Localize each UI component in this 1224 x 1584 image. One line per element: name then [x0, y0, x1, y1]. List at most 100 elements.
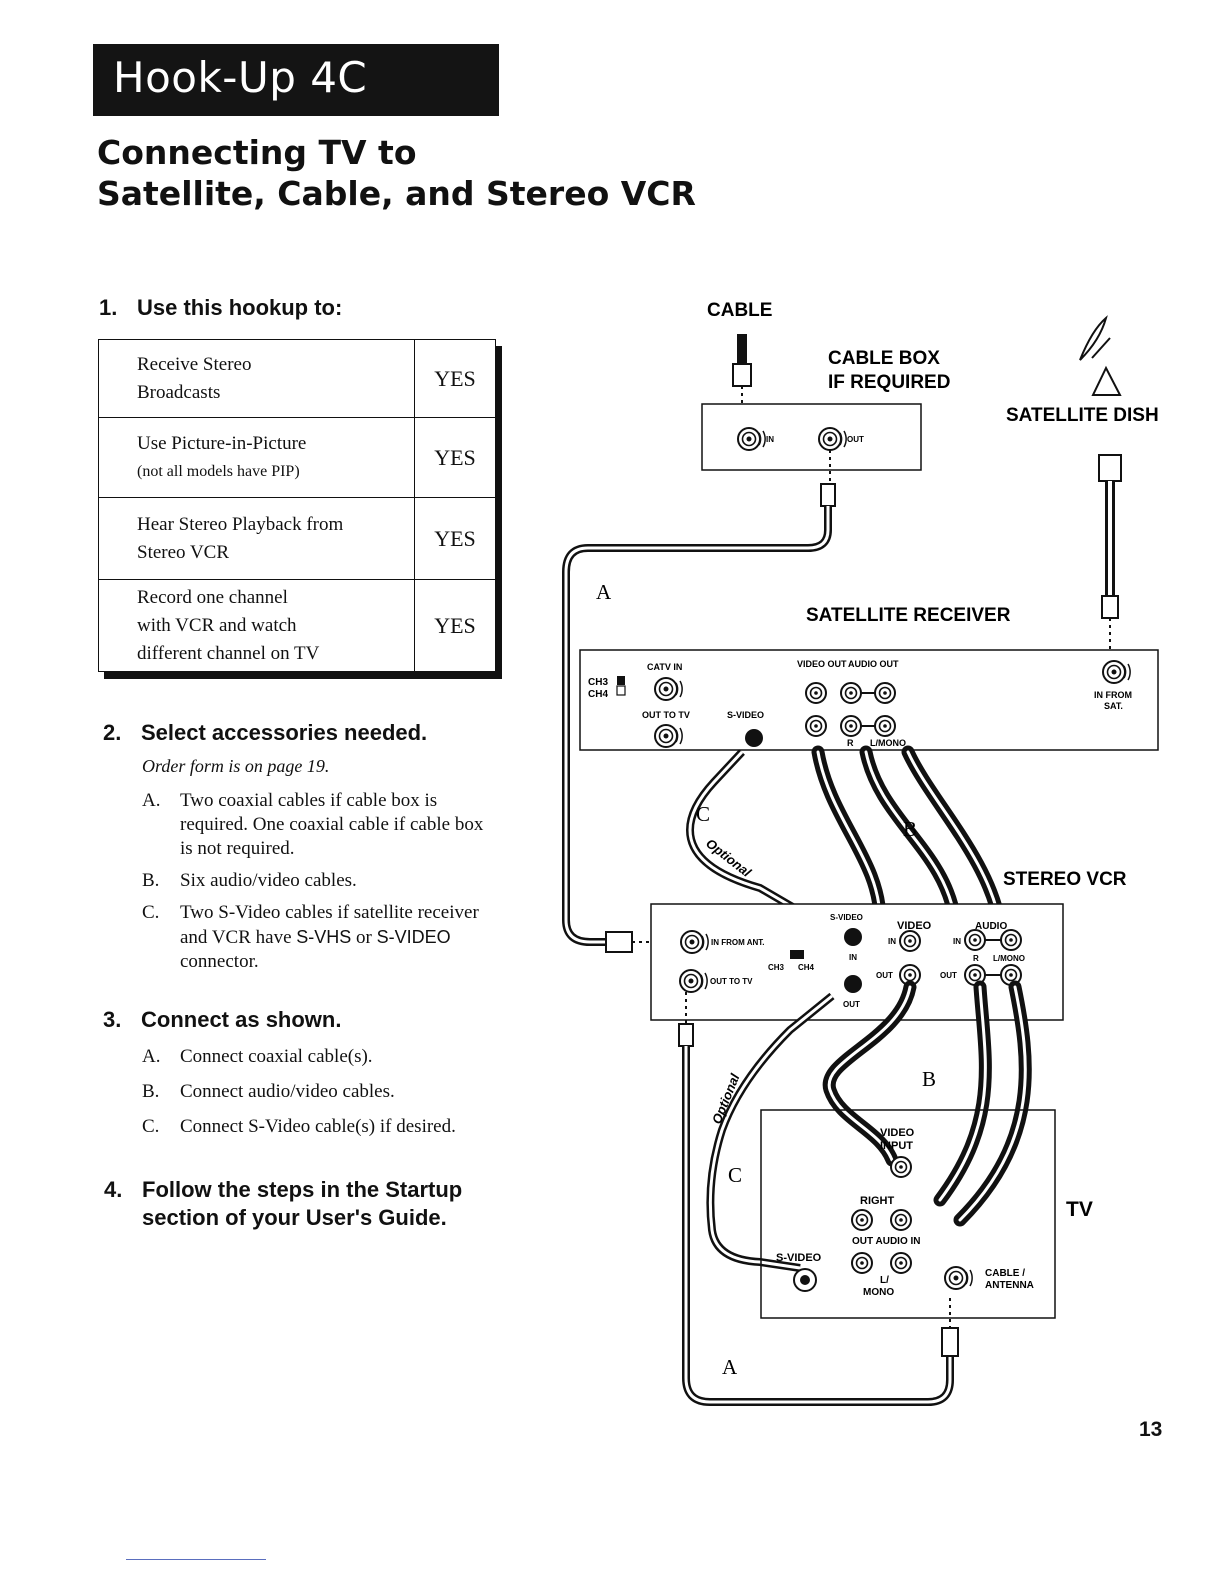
page-number: 13: [1139, 1418, 1163, 1441]
cable-letter-a-lower: A: [722, 1355, 738, 1379]
step-2-number: 2.: [103, 720, 122, 745]
vcr-video-out-label: OUT: [876, 971, 893, 980]
step-1-number: 1.: [99, 295, 118, 320]
step-4-number: 4.: [104, 1177, 123, 1202]
sat-in-from-sat-label-2: SAT.: [1104, 701, 1123, 711]
item-letter: A.: [142, 790, 161, 811]
use-text: Receive Stereo: [137, 353, 252, 375]
tv-audio-in-left-jack-icon: [890, 1252, 912, 1274]
stereo-vcr-box: [650, 903, 1064, 1021]
subtitle-line-2: Satellite, Cable, and Stereo VCR: [97, 174, 696, 213]
item-letter: B.: [142, 870, 160, 891]
vcr-audio-in-r-jack-icon: [964, 929, 986, 951]
vcr-audio-in-label: IN: [953, 937, 961, 946]
list-item: C. Connect S-Video cable(s) if desired.: [142, 1114, 502, 1140]
use-text: with VCR and watch: [137, 614, 297, 636]
step-4-heading: 4.Follow the steps in the Startup sectio…: [104, 1176, 462, 1232]
step-2-title: Select accessories needed.: [141, 720, 428, 745]
item-letter: B.: [142, 1081, 160, 1102]
item-text: Two coaxial cables if cable box is requi…: [180, 790, 484, 859]
cable-letter-c-upper: C: [696, 802, 710, 826]
sat-catv-in-label: CATV IN: [647, 662, 682, 672]
item-text: Connect S-Video cable(s) if desired.: [180, 1116, 456, 1137]
coax-cable-a-lower: [678, 992, 959, 1406]
cable-box-label: CABLE BOX: [828, 348, 940, 369]
cable-letter-b-lower: B: [922, 1067, 936, 1091]
page-subtitle: Connecting TV to Satellite, Cable, and S…: [97, 132, 696, 214]
step-1-heading: 1.Use this hookup to:: [99, 295, 342, 321]
use-text: Stereo VCR: [137, 541, 230, 563]
item-text: Connect audio/video cables.: [180, 1081, 395, 1102]
av-cables-b-lower: [822, 980, 1032, 1227]
tv-mono-label: MONO: [863, 1287, 894, 1298]
item-text-part: connector.: [180, 951, 259, 972]
sat-l-mono-label: L/MONO: [870, 738, 906, 748]
satellite-receiver-label: SATELLITE RECEIVER: [806, 605, 1011, 626]
step-3-title: Connect as shown.: [141, 1007, 342, 1032]
tv-video-input-label-2: INPUT: [880, 1140, 913, 1152]
list-item: A.Connect coaxial cable(s).: [142, 1044, 502, 1070]
sat-ch4-label: CH4: [588, 689, 608, 700]
vcr-r-label: R: [973, 954, 979, 963]
uses-row: Use Picture-in-Picture(not all models ha…: [98, 417, 496, 498]
item-letter: C.: [142, 1116, 160, 1137]
vcr-l-mono-label: L/MONO: [993, 954, 1025, 963]
sat-out-to-tv-label: OUT TO TV: [642, 710, 690, 720]
cable-box-out-label: OUT: [847, 435, 864, 444]
tv-cable-antenna-label-2: ANTENNA: [985, 1280, 1034, 1291]
s-video-cable-c-lower: [706, 992, 835, 1272]
vcr-out-to-tv-label: OUT TO TV: [710, 977, 753, 986]
satellite-coax-cable: [1098, 454, 1122, 655]
tv-cable-antenna-jack-icon: [944, 1266, 974, 1290]
sat-video-out-2-jack-icon: [805, 715, 827, 737]
sat-audio-r-2-jack-icon: [840, 715, 862, 737]
vcr-channel-switch-icon[interactable]: [790, 950, 804, 959]
vcr-s-video-out-jack-icon: [844, 975, 862, 993]
cable-letter-a: A: [596, 580, 612, 604]
sat-video-out-label: VIDEO OUT: [797, 659, 847, 669]
sat-audio-l-jack-icon: [874, 682, 896, 704]
connect-list: A.Connect coaxial cable(s). B. Connect au…: [142, 1044, 502, 1148]
vcr-audio-label: AUDIO: [975, 921, 1007, 932]
sat-r-label: R: [847, 738, 854, 748]
sat-audio-l-2-jack-icon: [874, 715, 896, 737]
connector-name: S-VHS: [296, 927, 352, 947]
sat-ch4-switch-icon[interactable]: [616, 685, 626, 696]
footer-rule: [126, 1559, 266, 1560]
sat-ch3-switch-icon[interactable]: [617, 676, 625, 685]
tv-s-video-label: S-VIDEO: [776, 1252, 822, 1264]
connector-name: S-VIDEO: [376, 927, 451, 947]
satellite-dish-label: SATELLITE DISH: [1006, 405, 1159, 426]
step-3-number: 3.: [103, 1007, 122, 1032]
tv-label: TV: [1066, 1198, 1093, 1221]
vcr-video-in-label: IN: [888, 937, 896, 946]
sat-in-from-sat-label: IN FROM: [1094, 690, 1132, 700]
tv-audio-out-right-jack-icon: [851, 1209, 873, 1231]
list-item: A. Two coaxial cables if cable box is req…: [142, 789, 492, 861]
tv-right-label: RIGHT: [860, 1195, 895, 1207]
item-text-part: or: [351, 927, 377, 948]
accessories-list: A. Two coaxial cables if cable box is req…: [142, 789, 492, 982]
step-2-heading: 2. Select accessories needed.: [103, 720, 427, 746]
subtitle-line-1: Connecting TV to: [97, 133, 417, 172]
tv-audio-in-right-jack-icon: [890, 1209, 912, 1231]
tv-out-audio-in-label: OUT AUDIO IN: [852, 1236, 921, 1247]
cable-letter-c-lower: C: [728, 1163, 742, 1187]
banner-title: Hook-Up 4C: [113, 53, 368, 102]
sat-audio-r-jack-icon: [840, 682, 862, 704]
sat-ch3-label: CH3: [588, 677, 608, 688]
use-text: Use Picture-in-Picture: [137, 432, 307, 454]
s-video-cable-c-upper: [685, 749, 835, 934]
use-text: Hear Stereo Playback from: [137, 513, 344, 535]
vcr-audio-out-label: OUT: [940, 971, 957, 980]
hookup-banner: Hook-Up 4C: [93, 44, 499, 116]
stereo-vcr-label: STEREO VCR: [1003, 869, 1127, 890]
vcr-video-label: VIDEO: [897, 920, 932, 932]
